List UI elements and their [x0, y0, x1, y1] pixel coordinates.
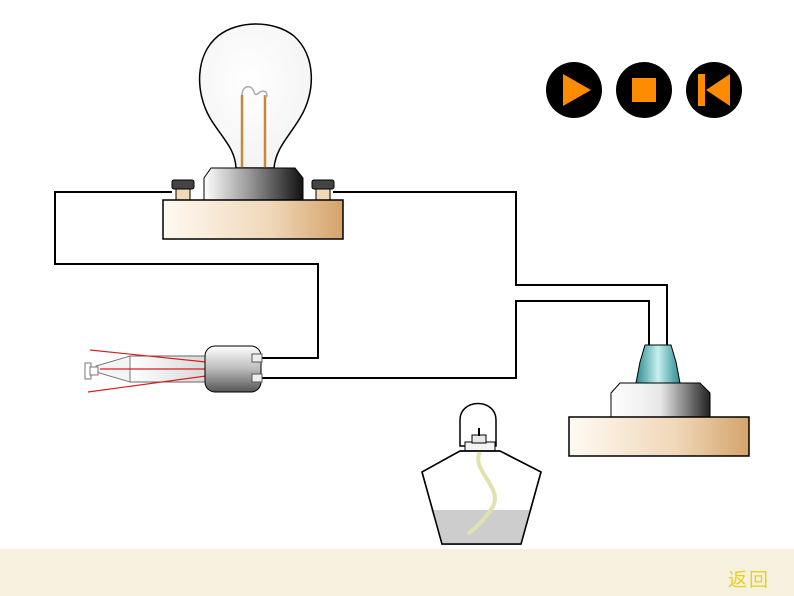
bulb-socket	[203, 167, 304, 201]
stop-icon	[616, 62, 672, 118]
alcohol-lamp	[421, 402, 542, 545]
stop-button[interactable]	[616, 62, 672, 118]
bulb-terminal-right	[311, 179, 335, 201]
circuit-wires	[54, 191, 668, 379]
electric-plug	[84, 345, 263, 393]
bulb-filament	[240, 86, 268, 168]
glass-rod-holder	[610, 344, 711, 418]
skip-to-start-icon	[686, 62, 742, 118]
bulb-wooden-base	[162, 199, 344, 240]
light-bulb	[198, 23, 312, 169]
play-icon	[546, 62, 602, 118]
back-link[interactable]: 返回	[727, 569, 770, 591]
footer-bar: 返回	[0, 549, 794, 596]
skip-to-start-button[interactable]	[686, 62, 742, 118]
glass-rod-wooden-base	[568, 416, 750, 457]
bulb-terminal-left	[171, 179, 195, 201]
play-button[interactable]	[546, 62, 602, 118]
